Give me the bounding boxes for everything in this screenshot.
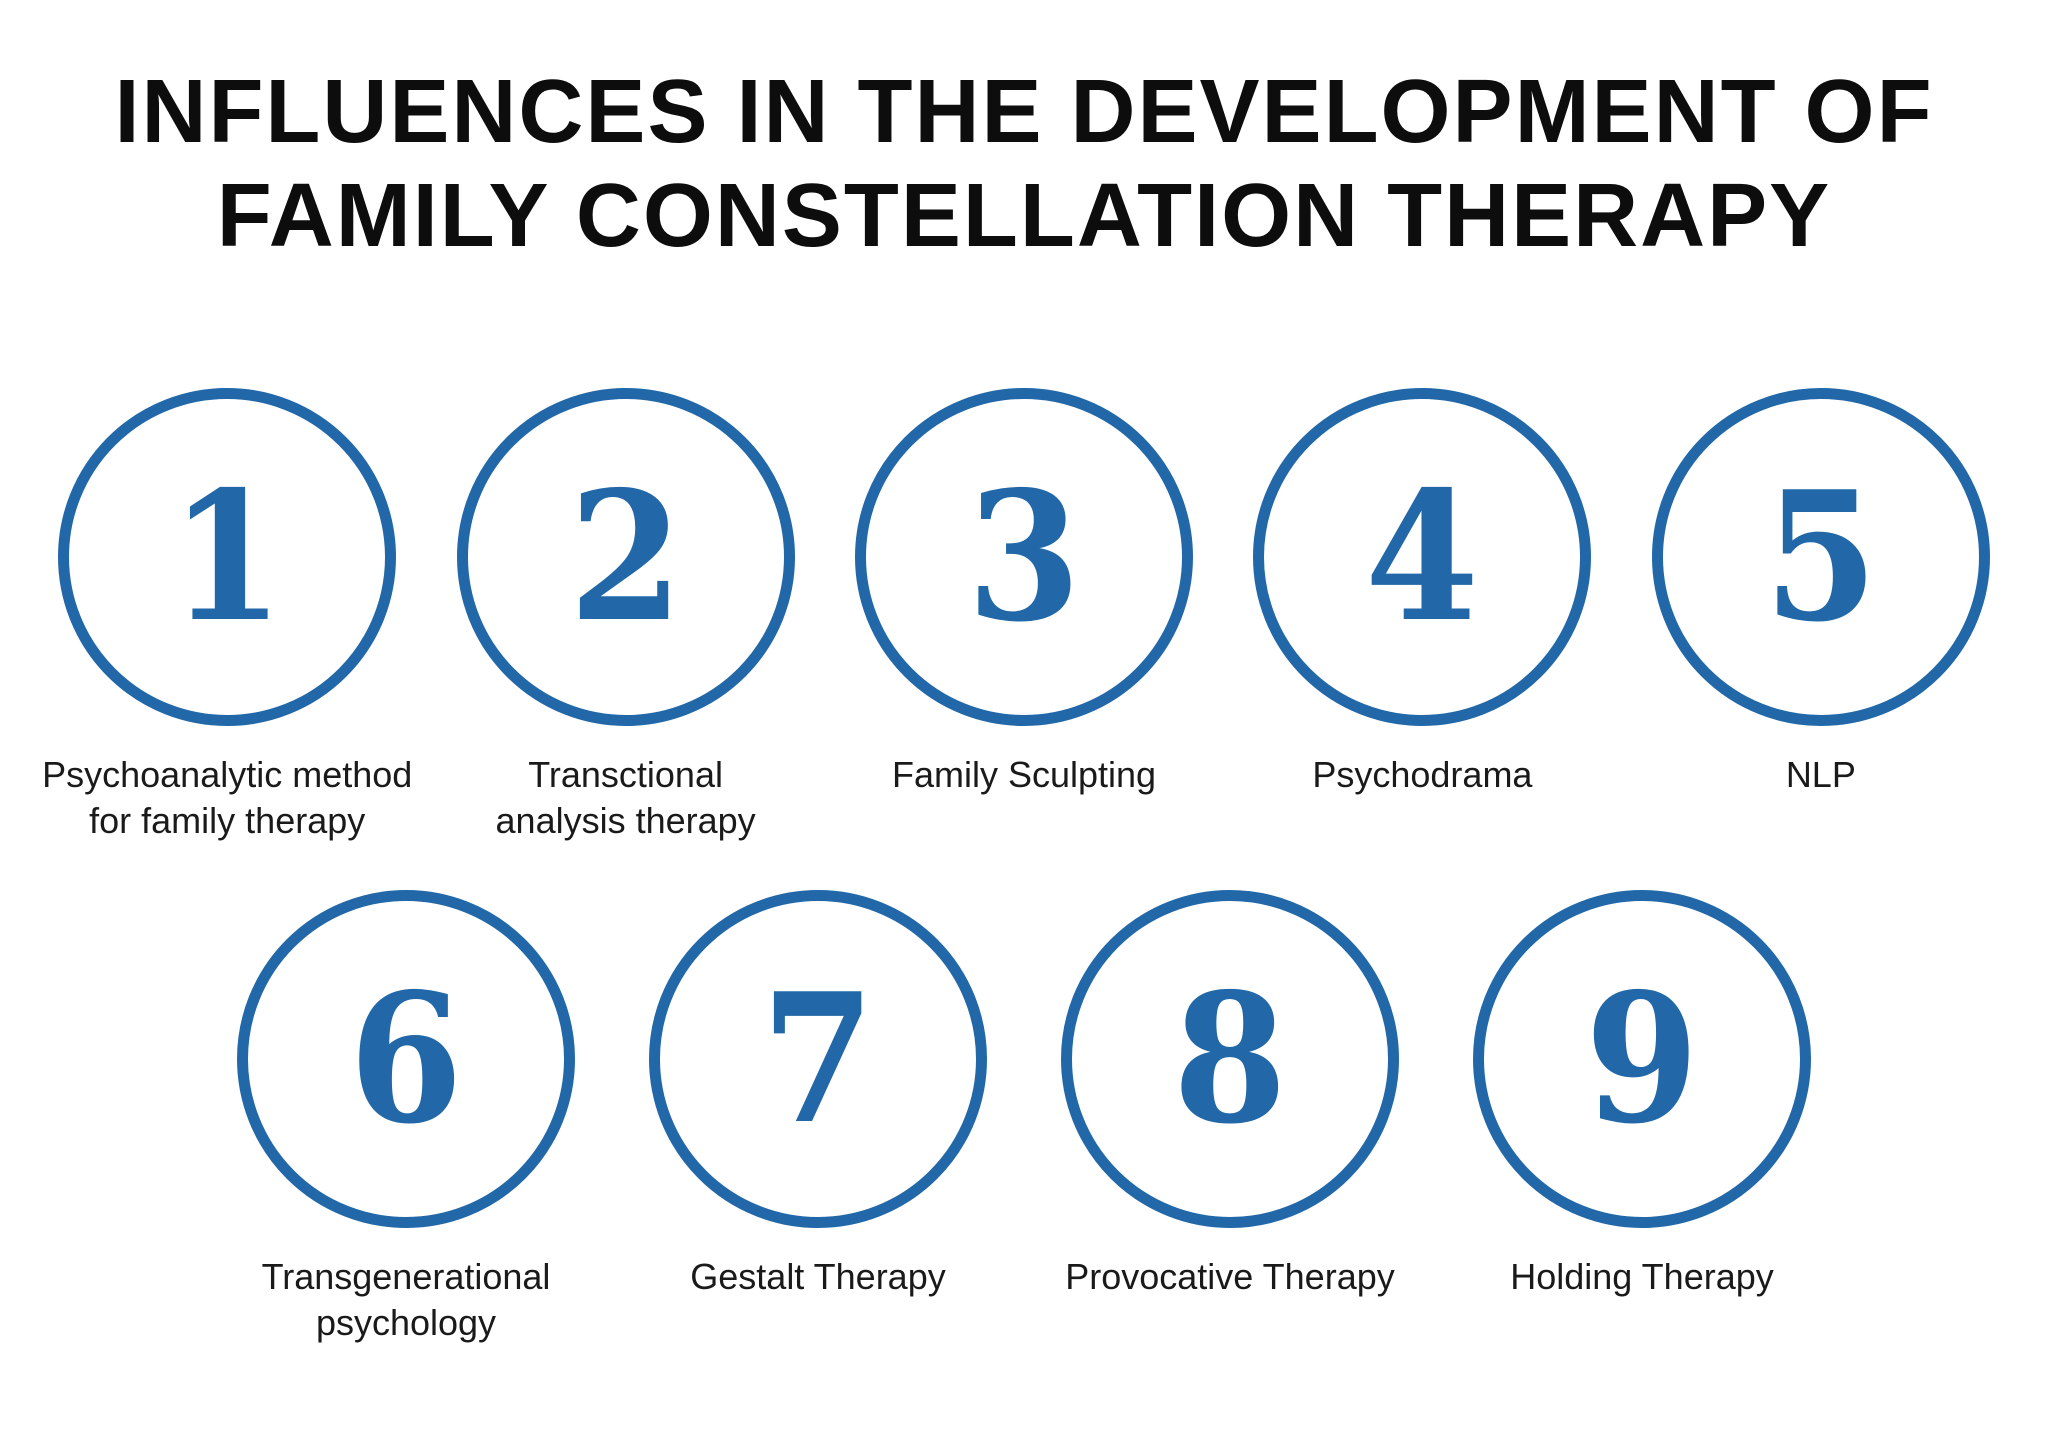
influence-label-4: Psychodrama bbox=[1312, 754, 1533, 795]
influences-row-1: 1 Psychoanalytic method for family thera… bbox=[0, 388, 2048, 844]
page-title: INFLUENCES IN THE DEVELOPMENT OF FAMILY … bbox=[0, 0, 2048, 268]
influence-number-3: 3 bbox=[967, 452, 1081, 661]
influence-item-4: 4 Psychodrama bbox=[1223, 388, 1621, 798]
influence-item-3: 3 Family Sculpting bbox=[825, 388, 1223, 798]
influence-number-6: 6 bbox=[349, 954, 463, 1163]
number-circle-5: 5 bbox=[1651, 388, 1990, 726]
influence-label-5: NLP bbox=[1785, 754, 1856, 795]
influence-item-7: 7 Gestalt Therapy bbox=[612, 890, 1024, 1300]
influence-number-4: 4 bbox=[1365, 452, 1480, 661]
influence-label-8: Provocative Therapy bbox=[1065, 1256, 1395, 1297]
influence-number-1: 1 bbox=[170, 452, 285, 661]
influence-number-5: 5 bbox=[1763, 452, 1878, 661]
influence-number-8: 8 bbox=[1173, 954, 1287, 1163]
number-circle-2: 2 bbox=[456, 388, 795, 726]
influence-item-6: 6 Transgenerational psychology bbox=[200, 890, 612, 1346]
influence-label-1: Psychoanalytic method for family therapy bbox=[42, 754, 413, 841]
influence-item-8: 8 Provocative Therapy bbox=[1024, 890, 1436, 1300]
number-circle-8: 8 bbox=[1061, 890, 1399, 1228]
number-circle-3: 3 bbox=[855, 388, 1194, 726]
influence-number-2: 2 bbox=[568, 452, 683, 661]
influence-number-9: 9 bbox=[1585, 954, 1699, 1163]
influence-label-9: Holding Therapy bbox=[1510, 1256, 1774, 1297]
influence-item-2: 2 Transctional analysis therapy bbox=[426, 388, 824, 844]
page-title-line1: INFLUENCES IN THE DEVELOPMENT OF bbox=[114, 62, 1934, 162]
influence-item-5: 5 NLP bbox=[1622, 388, 2020, 798]
influence-label-6: Transgenerational psychology bbox=[261, 1256, 551, 1343]
influence-label-3: Family Sculpting bbox=[891, 754, 1157, 795]
page-title-line2: FAMILY CONSTELLATION THERAPY bbox=[216, 166, 1832, 266]
influence-label-2: Transctional analysis therapy bbox=[495, 754, 756, 841]
number-circle-4: 4 bbox=[1253, 388, 1592, 726]
influence-number-7: 7 bbox=[761, 954, 875, 1163]
influence-label-7: Gestalt Therapy bbox=[690, 1256, 946, 1297]
number-circle-1: 1 bbox=[58, 388, 397, 726]
number-circle-7: 7 bbox=[649, 890, 987, 1228]
influence-item-9: 9 Holding Therapy bbox=[1436, 890, 1848, 1300]
influences-row-2: 6 Transgenerational psychology 7 Gestalt… bbox=[200, 890, 1848, 1346]
number-circle-9: 9 bbox=[1473, 890, 1811, 1228]
number-circle-6: 6 bbox=[237, 890, 575, 1228]
influence-item-1: 1 Psychoanalytic method for family thera… bbox=[28, 388, 426, 844]
